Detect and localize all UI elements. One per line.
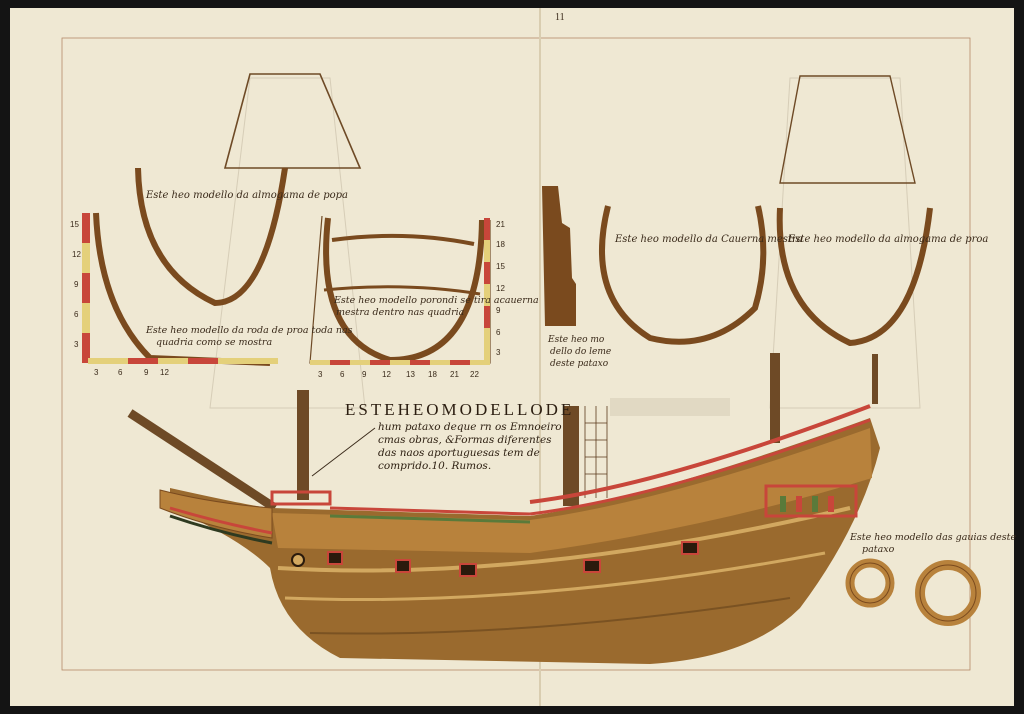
scale-mid-tick: 12: [382, 370, 391, 379]
scale-mid-right-tick: 18: [496, 240, 505, 249]
caption-rudder-3: deste pataxo: [550, 359, 609, 369]
stern-transom-outline: [223, 73, 362, 169]
scale-left-tick: 9: [74, 280, 79, 289]
caption-bow-frame: Este heo modello da almogama de proa: [788, 234, 989, 245]
parchment-sheet: 11 Este heo modello da almogama de popa …: [10, 8, 1017, 706]
caption-master-frame: Este heo modello da Cauerna mestra: [615, 234, 803, 245]
stem-frame: [93, 212, 271, 366]
ship-plan-drawing: [61, 8, 981, 706]
scale-mid-right-tick: 12: [496, 284, 505, 293]
scale-left-tick: 6: [74, 310, 79, 319]
scale-left-tick: 15: [70, 220, 79, 229]
caption-stern-frame: Este heo modello da almogama de popa: [146, 190, 348, 201]
scale-left-tick: 3: [74, 340, 79, 349]
folio-number: 11: [555, 12, 565, 23]
scale-mid-tick: 21: [450, 370, 459, 379]
scale-mid-tick: 22: [470, 370, 479, 379]
scale-mid-right-tick: 3: [496, 348, 501, 357]
caption-stem-frame-1: Este heo modello da roda de proa toda na…: [146, 325, 353, 336]
page-frame-rule: [61, 37, 971, 671]
scale-mid-tick: 18: [428, 370, 437, 379]
master-frame: [599, 205, 767, 345]
rudder-model: [542, 186, 576, 326]
caption-midship-2: mestra dentro nas quadria: [336, 307, 465, 318]
caption-rudder-1: Este heo mo: [548, 335, 605, 345]
midship-section-frame: [323, 217, 485, 364]
scale-mid-right-tick: 9: [496, 306, 501, 315]
bow-transom-outline: [779, 75, 916, 184]
bow-frame: [776, 207, 933, 347]
caption-tops-1: Este heo modello das gauias deste: [850, 532, 1017, 543]
scale-mid-right-tick: 6: [496, 328, 501, 337]
scale-mid-right-tick: 21: [496, 220, 505, 229]
scale-mid-tick: 6: [340, 370, 345, 379]
scale-mid-tick: 9: [362, 370, 367, 379]
stern-frame: [135, 167, 288, 307]
description-line: cmas obras, &Formas diferentes: [378, 434, 552, 446]
caption-midship-1: Este heo modello porondi se tira acauern…: [334, 295, 539, 306]
scale-mid-tick: 3: [318, 370, 323, 379]
scale-mid-tick: 13: [406, 370, 415, 379]
main-description: hum pataxo deque rn os Emnoeiro cmas obr…: [378, 421, 562, 473]
scale-left-bottom-tick: 6: [118, 368, 123, 377]
mast-tops: [845, 558, 981, 626]
scale-left-bottom-tick: 12: [160, 368, 169, 377]
description-line: comprido.10. Rumos.: [378, 460, 492, 472]
main-title: ESTEHEOMODELLODE: [345, 400, 575, 419]
mid-scale-bar: [310, 360, 490, 365]
ship-profile: [127, 353, 880, 664]
caption-stem-frame-2: quadria como se mostra: [156, 337, 273, 348]
description-line: hum pataxo deque rn os Emnoeiro: [378, 421, 562, 433]
caption-tops-2: pataxo: [862, 544, 895, 555]
scale-left-tick: 12: [72, 250, 81, 259]
bleed-through: [209, 77, 921, 416]
description-line: das naos aportuguesas tem de: [378, 447, 540, 459]
caption-rudder-2: dello do leme: [550, 347, 612, 357]
scale-left-bottom-tick: 3: [94, 368, 99, 377]
scale-mid-right-tick: 15: [496, 262, 505, 271]
scale-left-bottom-tick: 9: [144, 368, 149, 377]
